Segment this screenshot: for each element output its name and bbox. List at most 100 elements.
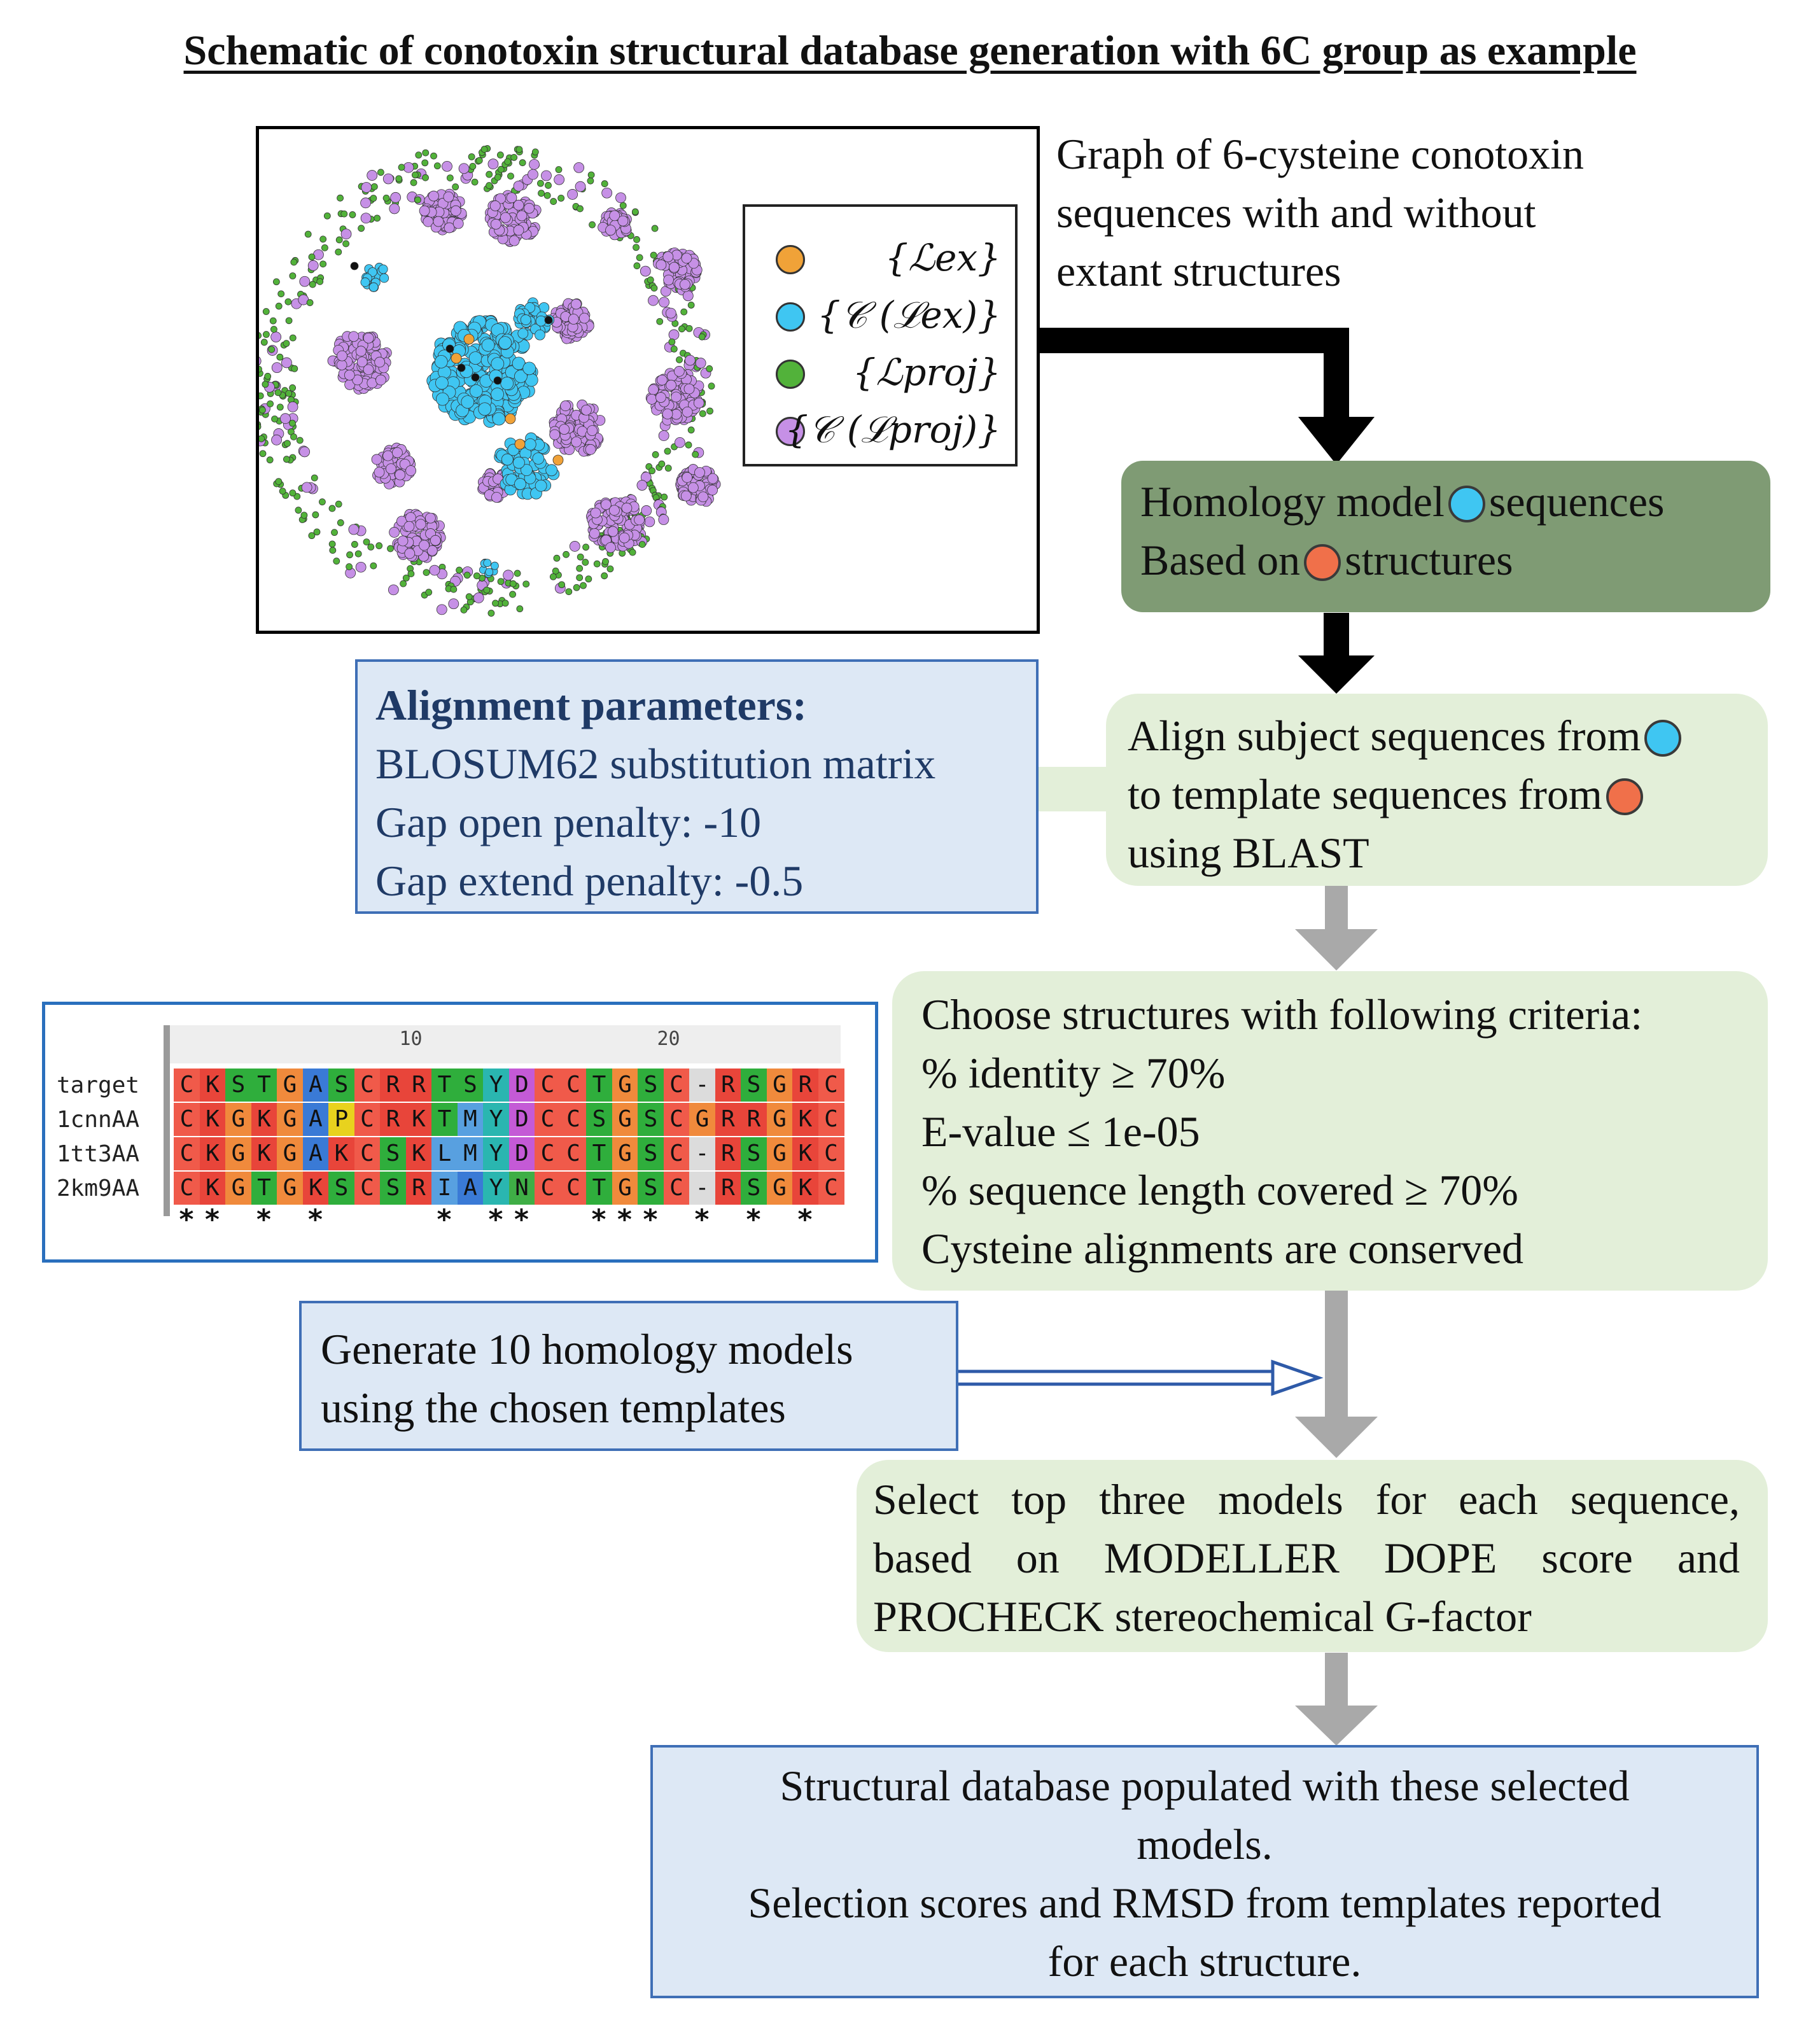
purple-cluster-node: [374, 466, 385, 478]
graph-node: [301, 482, 312, 493]
graph-node: [402, 574, 410, 582]
graph-node: [382, 194, 390, 202]
graph-node: [348, 524, 360, 535]
graph-node: [615, 192, 626, 204]
graph-node: [576, 564, 584, 572]
align-step-line-1-text: Align subject sequences from: [1128, 711, 1641, 760]
blue-cluster-node: [491, 388, 504, 401]
purple-cluster-node: [428, 190, 439, 202]
conservation-star: *: [745, 1203, 762, 1236]
graph-node: [687, 302, 695, 309]
alignment-residue: S: [741, 1137, 767, 1170]
alignment-residue: S: [638, 1172, 664, 1205]
alignment-residue: C: [818, 1103, 844, 1136]
graph-node: [360, 213, 372, 224]
purple-cluster-node: [355, 346, 367, 357]
alignment-row-name: 1cnnAA: [57, 1107, 140, 1133]
graph-node: [281, 357, 292, 368]
graph-node: [601, 187, 613, 199]
graph-node: [633, 262, 641, 270]
legend-label-c-proj: {𝒞 (ℒproj)}: [785, 408, 1001, 451]
alignment-residue: C: [663, 1103, 690, 1136]
graph-node: [497, 578, 505, 585]
graph-node: [664, 447, 671, 455]
graph-node: [553, 554, 561, 562]
graph-node: [651, 225, 659, 232]
graph-node: [388, 584, 399, 596]
black-node: [544, 316, 553, 325]
gray-shaft-3: [1325, 1653, 1348, 1706]
alignment-residue: C: [174, 1103, 200, 1136]
black-elbow-connector: [1040, 328, 1349, 420]
purple-cluster-node: [697, 491, 709, 503]
graph-node: [668, 338, 676, 346]
graph-node: [480, 146, 488, 153]
purple-cluster-node: [444, 222, 455, 234]
graph-node: [516, 605, 524, 613]
graph-node: [606, 565, 614, 573]
purple-cluster-node: [605, 542, 616, 553]
purple-cluster-node: [570, 298, 582, 310]
blue-cluster-node: [469, 384, 483, 398]
alignment-residue: C: [560, 1069, 587, 1102]
graph-node: [299, 446, 311, 458]
blue-cluster-node: [513, 456, 525, 469]
graph-caption-line-1: Graph of 6-cysteine conotoxin: [1056, 130, 1584, 178]
graph-node: [554, 174, 565, 185]
legend-label-c-ex: {𝒞 (ℒex)}: [817, 293, 1001, 337]
graph-node: [487, 158, 499, 170]
graph-node: [706, 365, 713, 372]
graph-node: [648, 467, 655, 475]
purple-cluster-node: [619, 532, 630, 543]
ruler-label: 10: [399, 1028, 423, 1050]
graph-node: [275, 478, 283, 486]
conservation-star: *: [796, 1203, 814, 1236]
select-line-1: Select top three models for each sequenc…: [873, 1475, 1740, 1524]
graph-node: [640, 265, 651, 277]
graph-node: [389, 203, 400, 214]
graph-node: [659, 297, 669, 308]
orange-node: [552, 454, 564, 466]
alignment-residue: G: [766, 1103, 793, 1136]
alignment-residue: C: [663, 1172, 690, 1205]
alignment-residue: K: [199, 1137, 226, 1170]
graph-node: [367, 170, 378, 181]
purple-cluster-node: [607, 526, 619, 537]
purple-cluster-node: [397, 535, 409, 547]
graph-node: [375, 542, 383, 549]
graph-node: [414, 196, 421, 204]
alignment-residue: Y: [483, 1103, 509, 1136]
blue-cluster-node: [461, 395, 475, 409]
graph-node: [665, 307, 676, 319]
graph-node: [503, 570, 514, 581]
graph-node: [486, 182, 493, 189]
legend-dot-green: [776, 360, 805, 389]
orange-node: [451, 353, 462, 364]
purple-cluster-node: [683, 383, 695, 395]
purple-cluster-node: [609, 505, 620, 516]
graph-node: [329, 547, 337, 554]
alignment-residue: K: [792, 1103, 818, 1136]
graph-node: [319, 260, 327, 268]
graph-node: [436, 604, 447, 615]
double-arrow-head: [1271, 1359, 1324, 1396]
purple-cluster-node: [374, 356, 386, 368]
graph-node: [537, 179, 544, 187]
purple-cluster-node: [403, 521, 415, 532]
alignment-residue: R: [715, 1069, 741, 1102]
graph-node: [576, 574, 584, 582]
graph-node: [374, 214, 381, 222]
purple-cluster-node: [680, 279, 690, 290]
criteria-line-4: Cysteine alignments are conserved: [921, 1224, 1524, 1273]
graph-node: [267, 400, 274, 408]
purple-cluster-node: [680, 490, 692, 501]
graph-node: [656, 318, 664, 325]
blue-cluster-node: [435, 376, 449, 390]
gray-arrowhead-2: [1295, 1417, 1378, 1458]
purple-cluster-node: [617, 215, 629, 227]
graph-node: [335, 248, 342, 256]
alignment-residue: K: [251, 1137, 277, 1170]
graph-node: [680, 308, 688, 316]
blue-cluster-node: [468, 351, 482, 365]
alignment-row-name: 2km9AA: [57, 1175, 140, 1202]
